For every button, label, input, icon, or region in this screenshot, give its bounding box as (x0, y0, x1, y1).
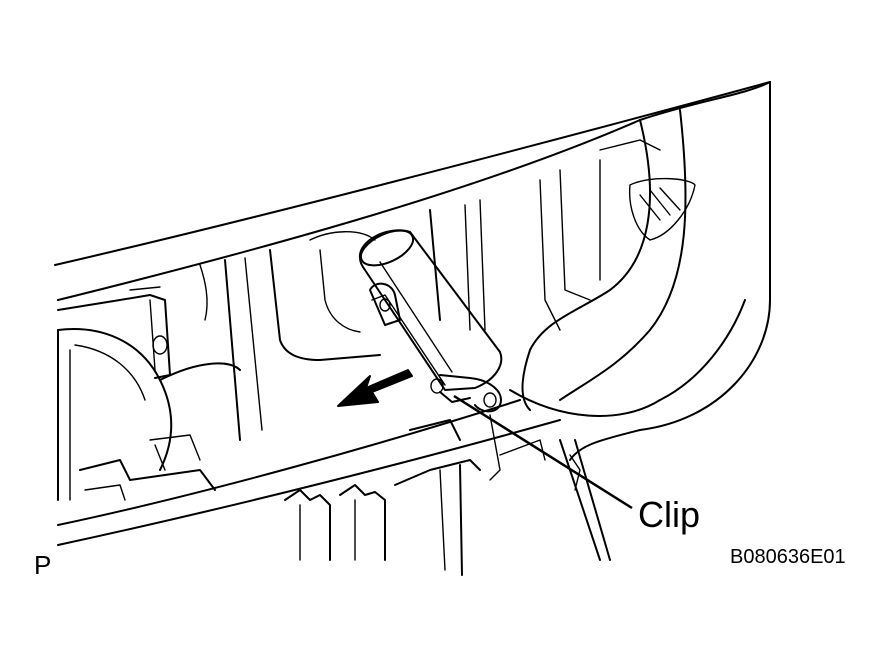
removal-direction-arrow-icon (337, 369, 413, 407)
figure-id-label: B080636E01 (730, 546, 846, 568)
lower-center-bracket (284, 414, 546, 576)
clip-callout-label: Clip (638, 494, 701, 535)
clip-leader-line (453, 394, 633, 510)
lower-dash-frame (57, 399, 561, 546)
lower-right-panel (509, 299, 746, 561)
airbag-inflator (358, 229, 503, 413)
right-side-panel (521, 109, 696, 411)
view-code-label: P (34, 550, 52, 580)
upper-dash-panel (54, 81, 771, 431)
left-bracket (57, 286, 241, 501)
interior-structure (199, 199, 486, 441)
